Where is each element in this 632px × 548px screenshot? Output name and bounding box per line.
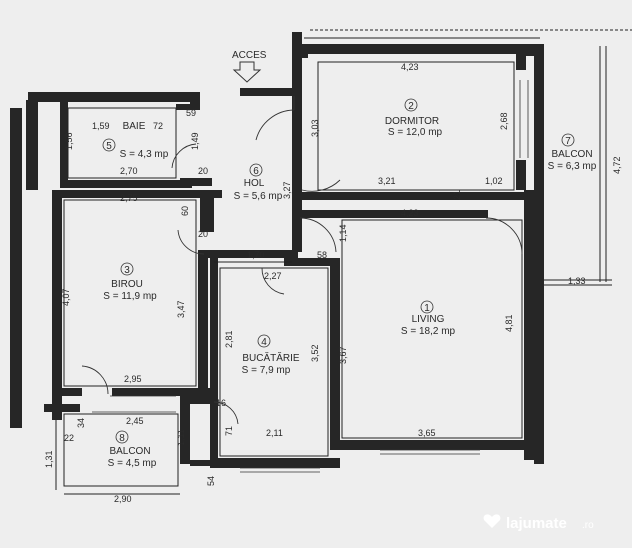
office-name: BIROU	[111, 279, 143, 290]
dim-office-door-h: 60	[180, 206, 190, 216]
dim-bath-wall-a: 20	[198, 166, 208, 176]
dim-bath-door-h: 1,49	[190, 132, 200, 150]
hall-area: S = 5,6 mp	[234, 191, 283, 202]
outlines	[55, 29, 632, 495]
dim-bedroom-height: 3,03	[310, 119, 320, 137]
dim-kitchen-bottom: 2,11	[266, 428, 283, 438]
hall-name: HOL	[244, 178, 265, 189]
balcony-7-name: BALCON	[551, 149, 592, 160]
dim-office-top: 2,75	[120, 193, 138, 203]
dim-office-bottom: 2,95	[124, 374, 142, 384]
office-area: S = 11,9 mp	[103, 291, 157, 302]
watermark: lajumate .ro	[483, 514, 594, 532]
entrance-arrow-icon	[232, 61, 262, 83]
living-area: S = 18,2 mp	[401, 326, 456, 337]
balcony-7-number: 7	[565, 136, 571, 147]
dim-office-right-h: 3,47	[176, 300, 186, 318]
walls	[10, 32, 544, 468]
heart-logo-icon	[483, 514, 501, 528]
dim-hall-door-h: 1,14	[338, 224, 348, 242]
balcony-8-number: 8	[119, 433, 125, 444]
dim-balcony-width: 1,33	[568, 276, 586, 286]
dim-bedroom-top: 4,23	[401, 62, 419, 72]
dim-hall-wall: 58	[317, 250, 327, 260]
dim-kitchen-left-h: 2,81	[224, 330, 234, 348]
bedroom-number: 2	[408, 101, 414, 112]
bathroom-name: BAIE	[123, 121, 146, 132]
dim-bedroom-wall: 21	[452, 190, 462, 200]
watermark-suffix: .ro	[582, 520, 594, 531]
bathroom-number: 5	[106, 141, 112, 152]
dim-bath-right-w: 59	[186, 108, 196, 118]
living-number: 1	[424, 303, 430, 314]
dimension-labels: 4,23 3,03 2,68 3,21 21 1,02 4,23 4,72 1,…	[44, 62, 622, 504]
dim-bedroom-bottom: 3,21	[378, 176, 396, 186]
dim-kitchen-top: 2,27	[264, 271, 282, 281]
dim-balcony8-height: 1,31	[44, 450, 54, 468]
entrance-label: ACCES	[232, 50, 267, 61]
kitchen-name: BUCĂTĂRIE	[242, 351, 300, 364]
bathroom-area: S = 4,3 mp	[120, 149, 169, 160]
kitchen-number: 4	[261, 337, 267, 348]
dim-balcony8-top: 2,45	[126, 416, 144, 426]
dim-balcony8-bottom: 2,90	[114, 494, 132, 504]
dim-bath-height: 1,56	[64, 132, 74, 150]
doors	[81, 96, 523, 425]
dim-bath-left-w: 1,59	[92, 121, 110, 131]
dim-living-bottom: 3,65	[418, 428, 436, 438]
dim-bedroom-right: 2,68	[499, 112, 509, 130]
dim-living-right-h: 4,81	[504, 314, 514, 332]
dim-bath-bottom: 2,70	[120, 166, 138, 176]
dim-kitchen-small-b: 71	[224, 426, 234, 436]
bedroom-name: DORMITOR	[385, 116, 439, 127]
dim-hall-bottom: 1,70	[247, 250, 265, 260]
dim-living-top: 4,23	[401, 208, 419, 218]
dim-bedroom-bottom-right: 1,02	[485, 176, 503, 186]
balcony-7-area: S = 6,3 mp	[548, 161, 597, 172]
dim-balcony8-wall: 54	[206, 476, 216, 486]
dim-balcony-height: 4,72	[612, 156, 622, 174]
kitchen-area: S = 7,9 mp	[242, 365, 291, 376]
balcony-8-area: S = 4,5 mp	[108, 458, 157, 469]
dim-hall-height: 3,27	[282, 181, 292, 199]
dim-kitchen-small-a: 16	[216, 398, 226, 408]
room-labels: 2 DORMITOR S = 12,0 mp 7 BALCON S = 6,3 …	[103, 101, 596, 469]
dim-balcony8-right-h: 1,11	[176, 429, 186, 446]
living-name: LIVING	[412, 314, 445, 325]
office-number: 3	[124, 265, 130, 276]
dim-balcony8-left-a: 34	[76, 418, 86, 428]
hall-number: 6	[253, 166, 259, 177]
room-number-badges	[102, 98, 575, 444]
dim-office-wall: 20	[198, 229, 208, 239]
balcony-8-name: BALCON	[109, 446, 150, 457]
dim-bath-mid-w: 72	[153, 121, 163, 131]
dim-balcony8-left-b: 22	[64, 433, 74, 443]
bedroom-area: S = 12,0 mp	[388, 127, 443, 138]
dim-kitchen-right-h: 3,52	[310, 344, 320, 362]
watermark-text: lajumate	[506, 515, 567, 532]
dim-living-left-h: 3,67	[338, 346, 348, 364]
dim-office-left-h: 4,07	[61, 288, 71, 306]
